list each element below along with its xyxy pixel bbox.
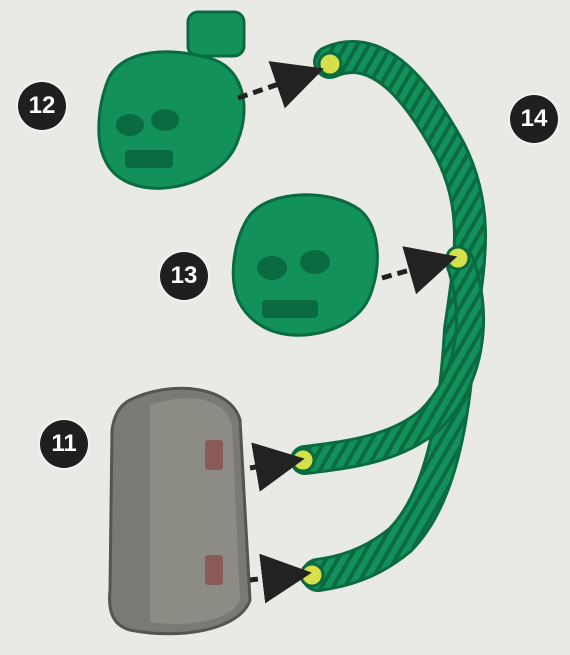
skull-13 bbox=[233, 195, 377, 335]
arrow-12 bbox=[238, 75, 305, 98]
connector-bottom bbox=[301, 564, 323, 586]
connector-middle bbox=[447, 247, 469, 269]
backpack-11 bbox=[110, 388, 250, 633]
skull-12 bbox=[99, 12, 244, 188]
arrow-11-lower bbox=[250, 575, 292, 580]
callout-14: 14 bbox=[510, 95, 558, 143]
arrow-13 bbox=[382, 262, 438, 278]
arrow-11-upper bbox=[250, 462, 285, 468]
connector-branch bbox=[292, 449, 314, 471]
callout-11: 11 bbox=[40, 420, 88, 468]
callout-12: 12 bbox=[18, 82, 66, 130]
connector-top bbox=[319, 53, 341, 75]
callout-13: 13 bbox=[160, 252, 208, 300]
